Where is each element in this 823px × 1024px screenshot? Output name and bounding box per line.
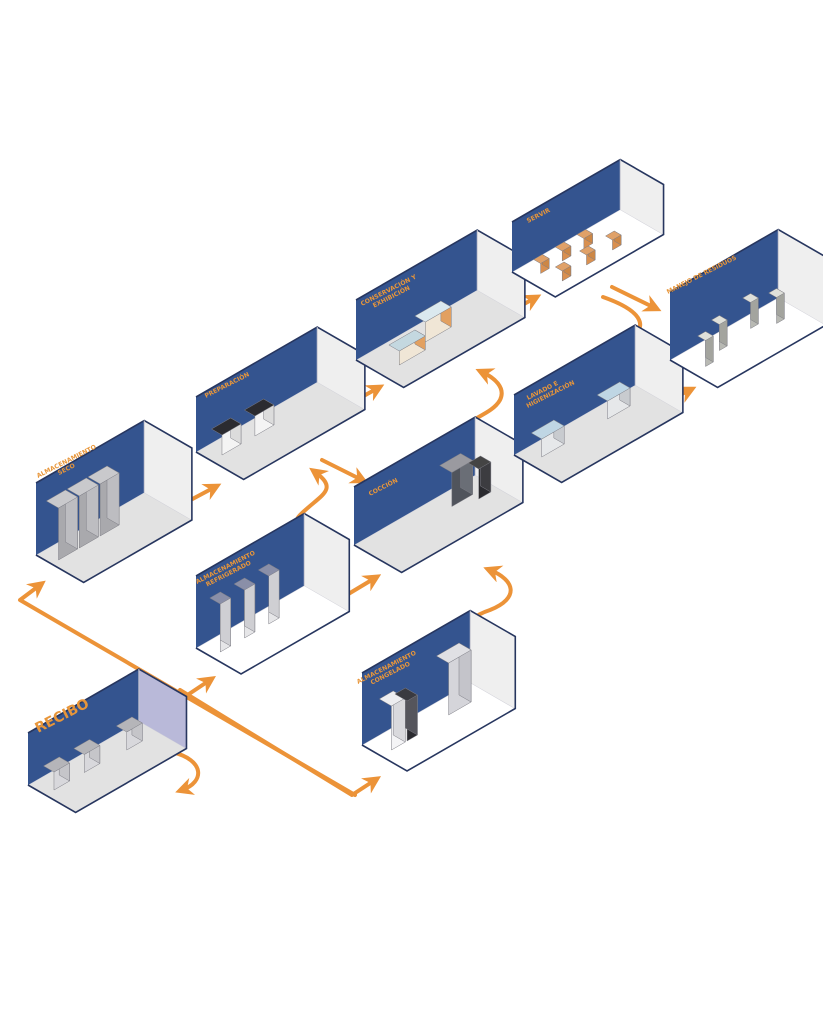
- dining-table: [576, 229, 593, 249]
- dry-shelf: [46, 489, 78, 561]
- back-wall: [354, 417, 476, 545]
- dry-shelf: [66, 477, 99, 549]
- back-wall: [512, 159, 621, 272]
- deck-oven: [439, 453, 473, 507]
- room-outline: [361, 609, 517, 772]
- arrow-servir-to-residuos: [610, 285, 662, 312]
- dining-table: [555, 261, 572, 282]
- dining-table: [555, 241, 572, 262]
- equipment-top: [209, 591, 231, 605]
- room-manejo-residuos: [669, 228, 823, 389]
- equipment-top: [555, 241, 572, 252]
- room-outline: [353, 416, 524, 574]
- back-wall: [356, 230, 478, 360]
- buffet-counter: [388, 329, 426, 366]
- equipment-top: [258, 563, 280, 577]
- arrow-recibo-to-congelado: [178, 688, 382, 797]
- equipment-top: [233, 577, 256, 591]
- room-outline: [27, 668, 188, 814]
- equipment-top: [697, 331, 714, 341]
- side-wall: [778, 229, 823, 324]
- side-wall: [470, 610, 516, 709]
- equipment-top: [46, 489, 78, 509]
- back-wall: [514, 325, 636, 455]
- equipment-top: [244, 398, 275, 417]
- room-lavado-higienizacion: [513, 324, 684, 484]
- waste-bin: [711, 315, 728, 351]
- fridge: [258, 563, 280, 625]
- equipment-top: [414, 300, 452, 323]
- equipment-top: [394, 687, 418, 702]
- work-table: [43, 756, 70, 791]
- double-freezer: [436, 642, 472, 716]
- equipment-top: [768, 288, 785, 298]
- room-coccion: [353, 416, 524, 574]
- waste-bin: [742, 293, 759, 329]
- equipment-top: [468, 455, 492, 470]
- equipment-top: [66, 477, 99, 497]
- room-almacenamiento-congelado: [361, 609, 517, 772]
- equipment-top: [596, 381, 631, 402]
- back-wall: [362, 610, 471, 745]
- equipment-top: [43, 756, 70, 773]
- equipment-top: [436, 642, 472, 664]
- room-conservacion-exhibicion: [355, 229, 526, 389]
- equipment-top: [533, 254, 550, 264]
- equipment-top: [579, 245, 596, 256]
- prep-table: [244, 398, 275, 437]
- room-outline: [511, 158, 665, 298]
- waste-bin: [697, 331, 714, 367]
- fridge: [209, 591, 231, 653]
- equipment-top: [73, 739, 101, 755]
- back-wall: [28, 669, 139, 785]
- prep-table: [211, 417, 242, 456]
- equipment-top: [711, 315, 728, 325]
- room-servir: [511, 158, 665, 298]
- room-preparacion: [195, 326, 366, 481]
- work-table: [73, 739, 101, 773]
- side-wall: [304, 513, 350, 612]
- display-case: [414, 300, 452, 343]
- waste-bin: [768, 288, 785, 324]
- arrow-preparacion-to-coccion: [320, 458, 369, 484]
- equipment-top: [605, 230, 622, 241]
- equipment-top: [576, 229, 593, 239]
- wash-sink: [531, 419, 565, 458]
- side-wall: [317, 327, 365, 410]
- equipment-top: [87, 465, 120, 485]
- room-recibo: [27, 668, 188, 814]
- room-outline: [355, 229, 526, 389]
- equipment-top: [116, 716, 143, 733]
- dining-table: [579, 245, 596, 266]
- wash-sink: [596, 381, 631, 420]
- room-almacenamiento-refrigerado: [195, 512, 351, 675]
- combi-oven: [468, 455, 492, 500]
- fridge: [233, 577, 256, 639]
- work-table: [116, 716, 143, 751]
- room-outline: [669, 228, 823, 389]
- equipment-top: [742, 293, 759, 303]
- equipment-top: [531, 419, 565, 440]
- room-outline: [35, 419, 193, 584]
- dining-table: [605, 230, 622, 251]
- dry-shelf: [87, 465, 120, 537]
- room-almacenamiento-seco: [35, 419, 193, 584]
- back-wall: [670, 229, 779, 360]
- room-outline: [513, 324, 684, 484]
- room-outline: [195, 512, 351, 675]
- room-outline: [195, 326, 366, 481]
- arrow-recibo-loop: [170, 750, 201, 795]
- side-wall: [138, 669, 187, 749]
- equipment-top: [211, 417, 242, 436]
- freezer-rack: [394, 687, 418, 742]
- dining-table: [533, 254, 550, 274]
- equipment-top: [555, 261, 572, 272]
- side-wall: [144, 420, 192, 520]
